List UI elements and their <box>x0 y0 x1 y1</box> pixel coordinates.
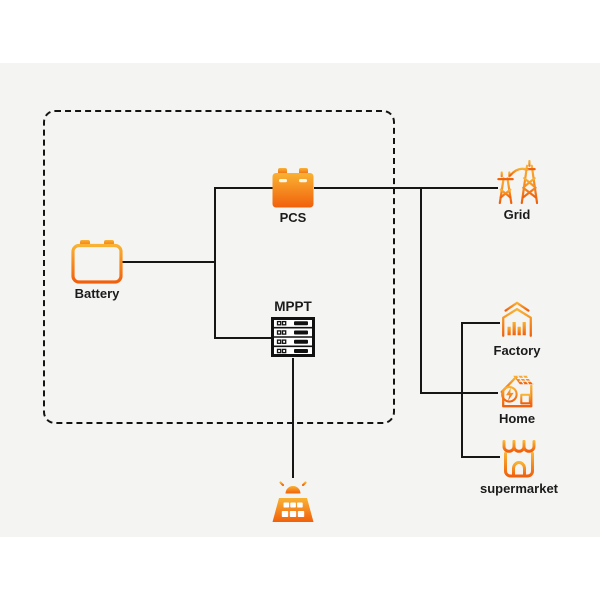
supermarket-icon <box>499 438 539 479</box>
node-pv <box>268 477 318 525</box>
node-supermarket: supermarket <box>457 438 581 496</box>
node-grid: Grid <box>467 159 567 222</box>
node-factory: Factory <box>467 301 567 358</box>
connector-battery-junction <box>122 261 216 263</box>
mppt-rack-icon <box>271 316 315 357</box>
connector-pcs-grid <box>314 187 498 189</box>
diagram-background-panel <box>0 63 600 537</box>
supermarket-label: supermarket <box>479 481 559 496</box>
home-label: Home <box>498 411 536 426</box>
system-boundary-box <box>43 110 395 424</box>
solar-panel-icon <box>270 477 316 525</box>
node-pcs: PCS <box>243 168 343 225</box>
connector-mppt-pv <box>292 358 294 478</box>
battery-label: Battery <box>74 286 120 301</box>
node-home: Home <box>467 371 567 426</box>
transmission-tower-icon <box>496 159 538 205</box>
connector-grid-trunk <box>420 187 422 394</box>
connector-junction-pcs <box>214 187 273 189</box>
power-converter-icon <box>272 168 314 208</box>
grid-label: Grid <box>503 207 531 222</box>
mppt-label: MPPT <box>274 299 312 314</box>
pcs-label: PCS <box>279 210 307 225</box>
home-icon <box>497 371 537 409</box>
node-mppt: MPPT <box>243 299 343 357</box>
battery-icon <box>71 240 123 284</box>
connector-branch-supermarket <box>461 456 500 458</box>
connector-load-branch-trunk <box>461 322 463 458</box>
connector-trunk-home <box>420 392 498 394</box>
node-battery: Battery <box>47 240 147 301</box>
factory-icon <box>498 301 536 341</box>
connector-branch-factory <box>461 322 500 324</box>
connector-inner-trunk <box>214 187 216 339</box>
factory-label: Factory <box>493 343 541 358</box>
connector-junction-mppt <box>214 337 273 339</box>
